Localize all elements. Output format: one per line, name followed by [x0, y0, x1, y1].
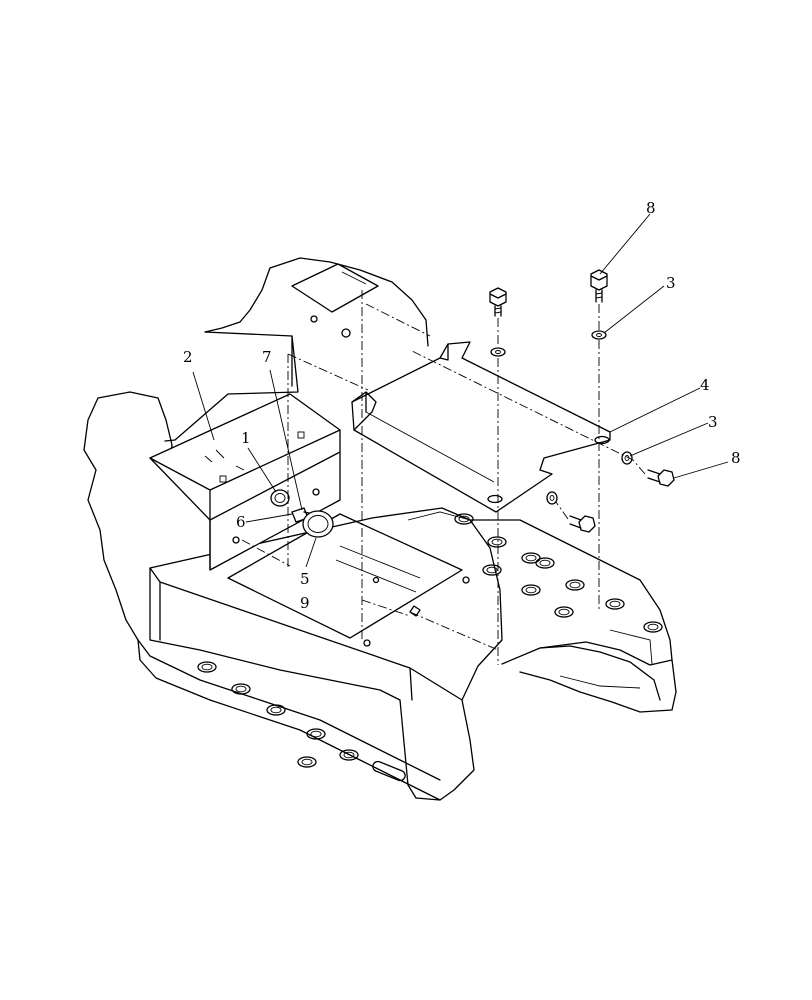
callouts: 8 3 4 3 8 2 7 1 6 5 9 [183, 199, 741, 612]
bolt-center-upper [489, 287, 507, 317]
callout-5: 5 [300, 570, 310, 588]
callout-1: 1 [241, 429, 251, 447]
bolt-8-upper [590, 269, 608, 303]
bolt-lower [569, 515, 596, 533]
callout-3-lower: 3 [708, 413, 718, 431]
callout-3-upper: 3 [666, 274, 676, 292]
bolt-8-right [647, 469, 675, 487]
callout-6: 6 [236, 513, 246, 531]
callout-8-lower: 8 [731, 449, 741, 467]
frame-bosses [197, 513, 663, 782]
assembly-lines [241, 290, 646, 665]
callout-4: 4 [700, 376, 710, 394]
callout-8-upper: 8 [646, 199, 656, 217]
cover-plate [351, 341, 611, 513]
leader-lines [192, 213, 729, 568]
callout-7: 7 [262, 348, 272, 366]
chassis-frame [83, 257, 677, 801]
callout-9: 9 [300, 594, 310, 612]
callout-2: 2 [183, 348, 193, 366]
hardware [232, 269, 675, 647]
